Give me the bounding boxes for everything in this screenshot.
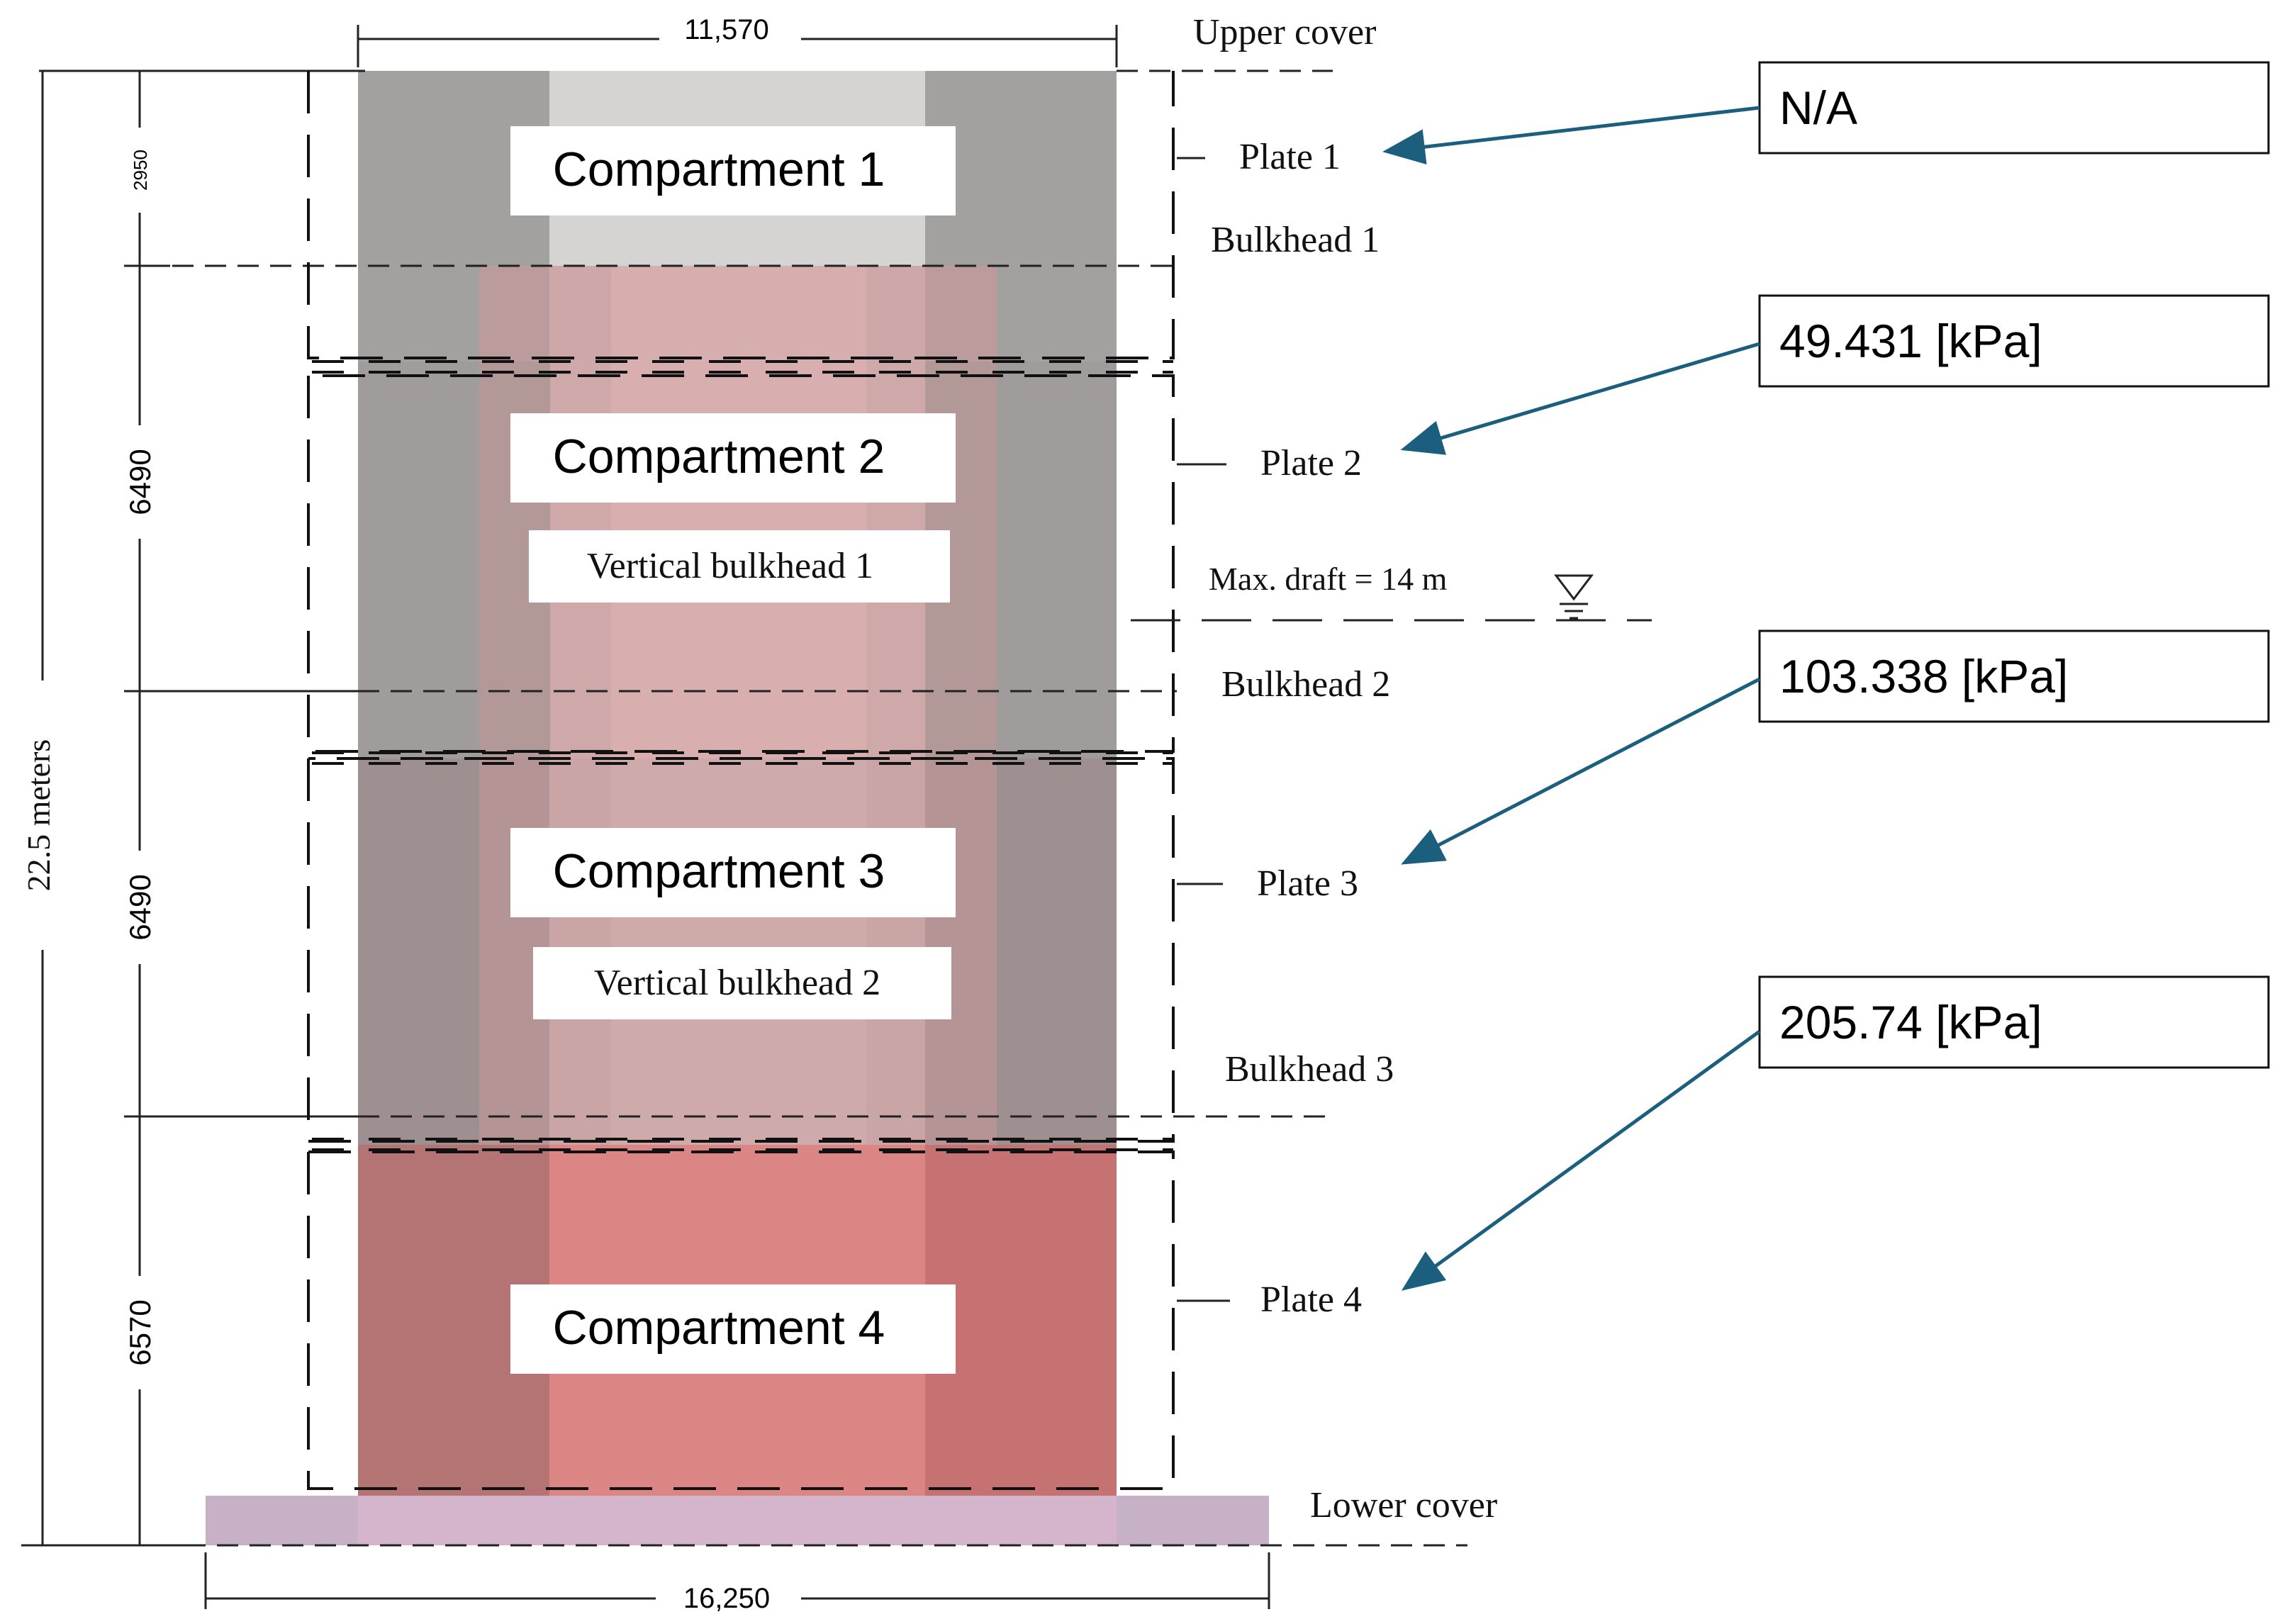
plate-1-label: Plate 1 <box>1239 137 1341 177</box>
max-draft-label: Max. draft = 14 m <box>1209 561 1448 597</box>
segment-2-label: 6490 <box>123 449 157 515</box>
segment-4-label: 6570 <box>123 1299 157 1365</box>
top-width-label: 11,570 <box>684 14 768 45</box>
plate-3-label: Plate 3 <box>1257 863 1358 904</box>
label-boxes <box>510 126 956 1374</box>
waterline <box>1131 574 1652 622</box>
arrow-to-plate-3 <box>1401 677 1761 865</box>
plate-4-label: Plate 4 <box>1260 1279 1362 1320</box>
upper-cover-label: Upper cover <box>1193 12 1376 52</box>
lower-cover-label: Lower cover <box>1310 1485 1497 1525</box>
bulkhead-3-label: Bulkhead 3 <box>1225 1049 1394 1090</box>
compartment-1-label: Compartment 1 <box>553 142 885 196</box>
pressure-1-value: N/A <box>1779 82 1857 134</box>
compartment-3-label: Compartment 3 <box>553 844 885 898</box>
pressure-arrows <box>1382 106 1761 1291</box>
total-height-label: 22.5 meters <box>21 739 57 892</box>
pressure-boxes <box>1758 61 2270 1069</box>
pressure-box-1 <box>1758 61 2270 155</box>
pressure-2-value: 49.431 [kPa] <box>1779 315 2042 367</box>
waterline-symbol <box>1553 574 1594 620</box>
pressure-4-value: 205.74 [kPa] <box>1779 996 2042 1048</box>
compartment-4-box <box>510 1284 956 1374</box>
pressure-3-value: 103.338 [kPa] <box>1779 650 2068 702</box>
segment-1-label: 2950 <box>130 150 151 191</box>
arrow-to-plate-4 <box>1401 1029 1761 1291</box>
compartment-2-box <box>510 413 956 503</box>
vertical-bulkhead-1-label: Vertical bulkhead 1 <box>587 546 873 586</box>
reference-lines <box>21 69 1467 1547</box>
plate-ticks <box>1177 157 1230 1302</box>
compartment-3-box <box>510 828 956 917</box>
arrow-to-plate-1 <box>1382 106 1760 165</box>
vertical-bulkhead-2-box <box>533 947 951 1019</box>
compartment-4-label: Compartment 4 <box>553 1301 885 1355</box>
segment-3-label: 6490 <box>123 874 157 940</box>
plate-2-label: Plate 2 <box>1260 443 1362 483</box>
compartment-2-label: Compartment 2 <box>553 430 885 483</box>
compartment-1-box <box>510 126 956 215</box>
pressure-box-4 <box>1758 975 2270 1069</box>
bulkhead-2-label: Bulkhead 2 <box>1221 664 1390 705</box>
bulkhead-1-label: Bulkhead 1 <box>1211 220 1380 260</box>
vertical-bulkhead-2-label: Vertical bulkhead 2 <box>594 963 880 1003</box>
vertical-bulkhead-1-box <box>529 530 950 603</box>
pressure-box-3 <box>1758 629 2270 723</box>
hull-plates <box>307 71 1175 1490</box>
dimension-lines <box>39 25 1270 1609</box>
arrow-to-plate-2 <box>1400 342 1760 455</box>
bottom-width-label: 16,250 <box>683 1583 770 1614</box>
pressure-box-2 <box>1758 294 2270 388</box>
